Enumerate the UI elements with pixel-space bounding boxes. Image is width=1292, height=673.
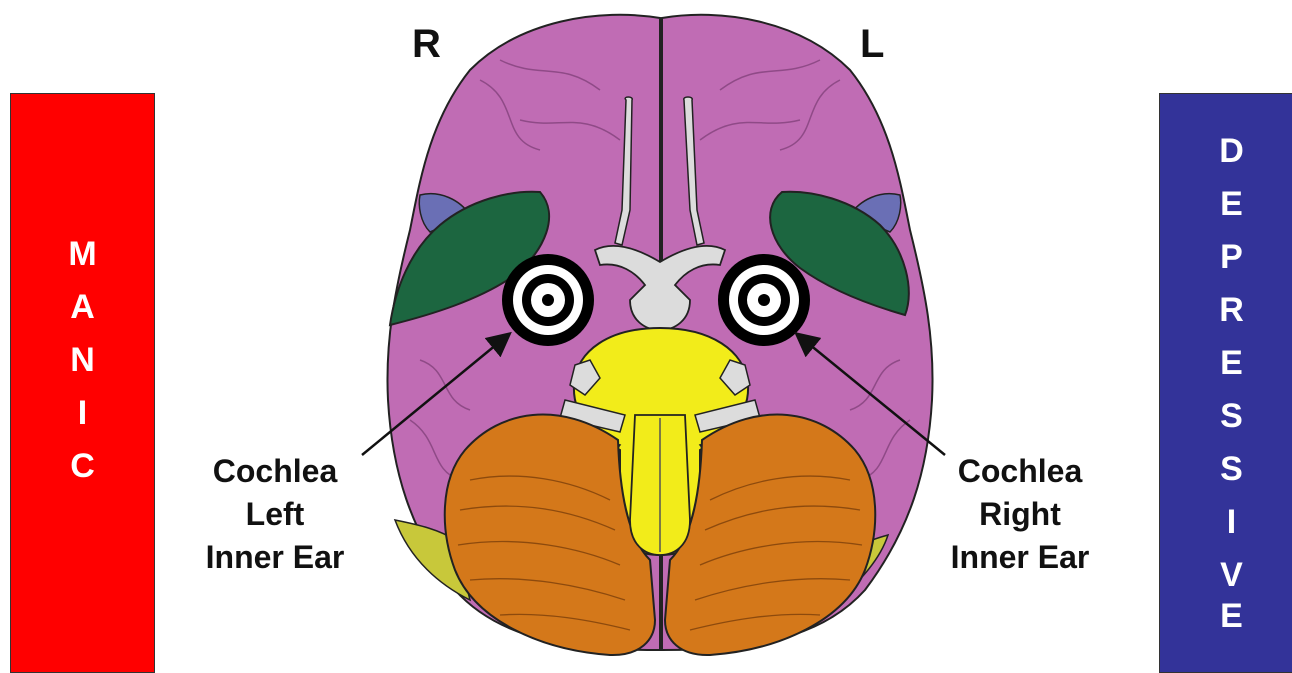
- callout-left-line1: Cochlea: [185, 450, 365, 493]
- callout-right-inner-ear: Cochlea Right Inner Ear: [925, 450, 1115, 579]
- callout-left-inner-ear: Cochlea Left Inner Ear: [185, 450, 365, 579]
- callout-left-line2: Left: [185, 493, 365, 536]
- target-cochlea-left-ear: [502, 254, 594, 346]
- callout-left-line3: Inner Ear: [185, 536, 365, 579]
- side-label-right: R: [412, 22, 441, 67]
- callout-right-line3: Inner Ear: [925, 536, 1115, 579]
- target-cochlea-right-ear: [718, 254, 810, 346]
- callout-right-line1: Cochlea: [925, 450, 1115, 493]
- callout-right-line2: Right: [925, 493, 1115, 536]
- side-label-left: L: [860, 22, 884, 67]
